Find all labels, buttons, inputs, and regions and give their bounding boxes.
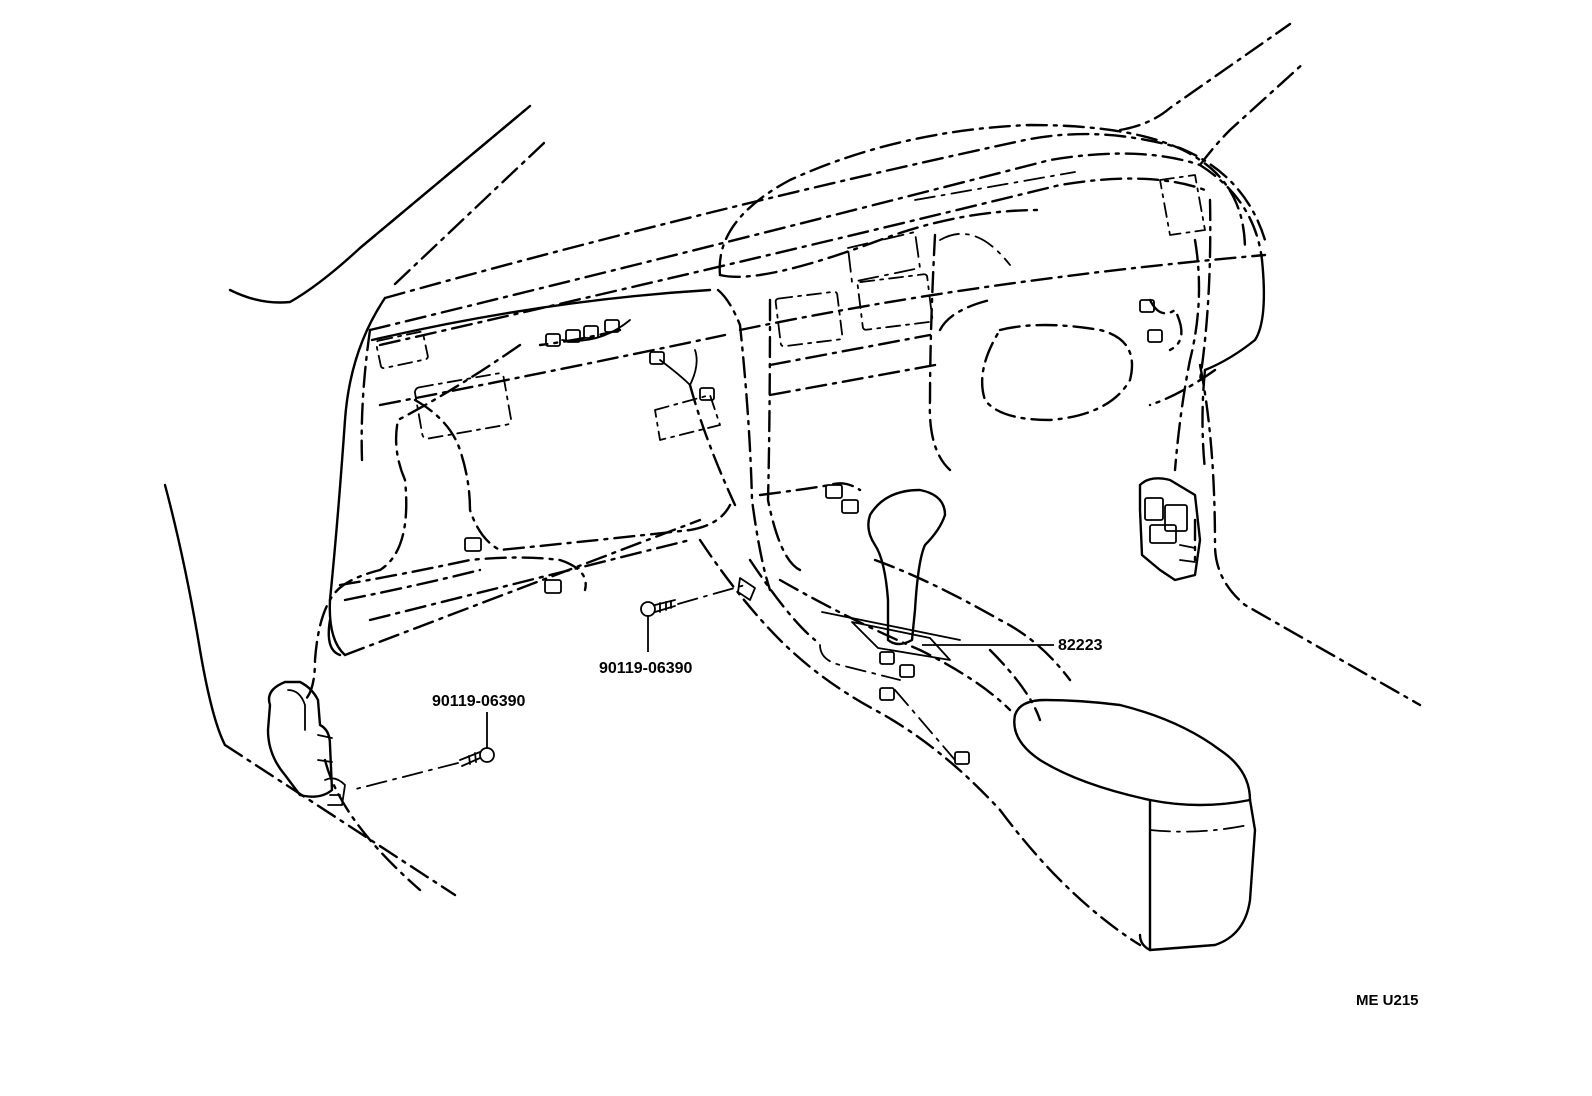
right-junction-block [1138,477,1202,582]
bolt-center [640,577,756,617]
bolt-left [351,747,495,791]
left-junction-block [266,680,346,806]
vehicle-body-outline [163,22,1422,897]
center-console [698,488,1257,952]
part-label-bolt-left: 90119-06390 [432,693,526,710]
instrument-panel-outline [327,123,1267,657]
drawing-code: ME U215 [1356,992,1419,1009]
part-label-bolt-center: 90119-06390 [599,660,693,677]
part-label-wire-harness: 82223 [1058,637,1103,654]
wire-harness-routes [303,198,1212,702]
